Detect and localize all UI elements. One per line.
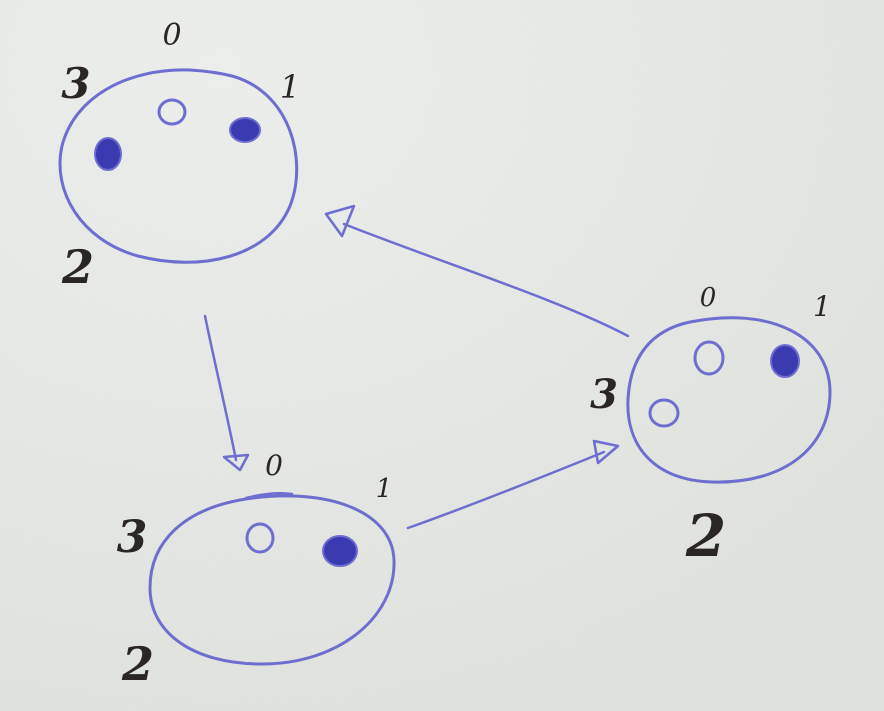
position-0-empty-dot xyxy=(157,98,187,126)
arrow-shaft xyxy=(342,222,630,338)
label-position-1: 1 xyxy=(813,290,831,323)
label-position-3: 3 xyxy=(61,59,90,108)
state-bottom: 0 1 2 3 xyxy=(117,449,396,691)
label-position-1: 1 xyxy=(280,68,300,106)
arrow-bottom-to-right xyxy=(406,439,620,530)
position-0-empty-dot xyxy=(245,522,275,554)
label-position-2: 2 xyxy=(121,637,154,691)
label-position-1: 1 xyxy=(376,474,393,504)
arrow-shaft xyxy=(406,450,606,530)
label-position-2: 2 xyxy=(61,240,94,294)
arrow-head xyxy=(222,453,250,472)
position-1-filled-dot xyxy=(229,117,261,143)
position-3-filled-dot xyxy=(94,137,122,171)
position-1-filled-dot xyxy=(322,535,358,567)
arrow-top-left-to-bottom xyxy=(203,314,250,472)
arrow-head xyxy=(592,439,620,465)
state-boundary xyxy=(58,68,299,264)
position-3-empty-dot xyxy=(648,398,680,428)
label-position-2: 2 xyxy=(685,502,726,570)
label-position-0: 0 xyxy=(265,449,283,482)
position-0-empty-dot xyxy=(693,340,725,376)
label-position-3: 3 xyxy=(117,512,148,563)
label-position-0: 0 xyxy=(700,283,717,313)
state-top-left: 0 1 2 3 xyxy=(58,18,300,294)
label-position-0: 0 xyxy=(162,18,181,53)
state-boundary xyxy=(626,316,832,484)
state-boundary xyxy=(148,494,396,666)
label-position-3: 3 xyxy=(590,371,618,418)
arrow-shaft xyxy=(203,314,238,462)
position-1-filled-dot xyxy=(770,344,800,378)
arrow-head xyxy=(324,204,356,238)
state-right: 0 1 2 3 xyxy=(590,283,832,570)
arrow-right-to-top-left xyxy=(324,204,630,338)
state-boundary-overstroke xyxy=(244,491,294,500)
